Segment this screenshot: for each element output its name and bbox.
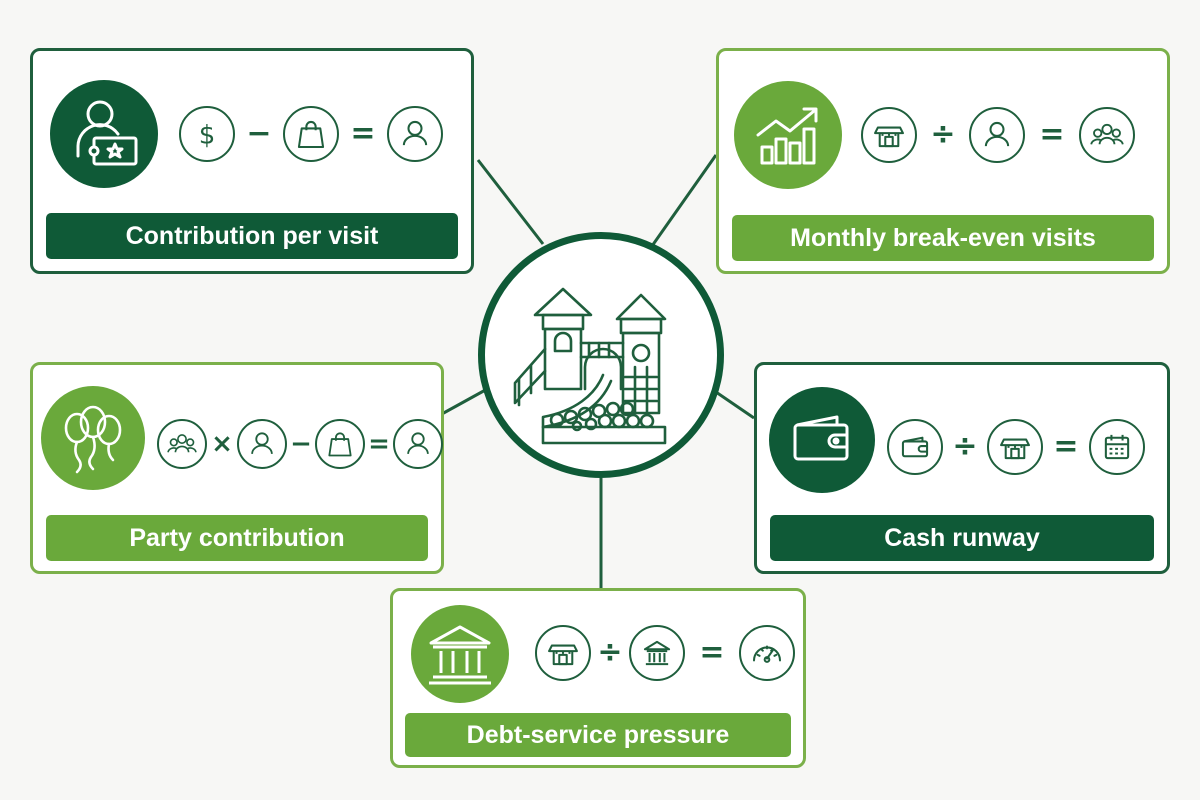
storefront-icon xyxy=(861,107,917,163)
growth-chart-icon xyxy=(734,81,842,189)
storefront-icon xyxy=(987,419,1043,475)
formula-debt-service-pressure: ÷ = xyxy=(535,625,795,681)
shopping-bag-icon xyxy=(315,419,365,469)
label-cash-runway: Cash runway xyxy=(770,515,1154,561)
bank-icon xyxy=(411,605,509,703)
label-party-contribution: Party contribution xyxy=(46,515,428,561)
formula-monthly-break-even-visits: ÷ = xyxy=(861,107,1135,163)
wallet-icon xyxy=(887,419,943,475)
card-party-contribution: × − = Party contribution xyxy=(30,362,444,574)
storefront-icon xyxy=(535,625,591,681)
indoor-playground-icon xyxy=(513,287,667,445)
card-debt-service-pressure: ÷ = Debt-service pressure xyxy=(390,588,806,768)
gauge-icon xyxy=(739,625,795,681)
minus-operator: − xyxy=(290,429,312,459)
dollar-icon: $ xyxy=(179,106,235,162)
divide-operator: ÷ xyxy=(597,635,623,670)
label-monthly-break-even-visits: Monthly break-even visits xyxy=(732,215,1154,261)
visitor-ticket-icon xyxy=(50,80,158,188)
equals-operator: = xyxy=(368,429,390,459)
shopping-bag-icon xyxy=(283,106,339,162)
balloons-icon xyxy=(41,386,145,490)
group-icon xyxy=(1079,107,1135,163)
person-icon xyxy=(237,419,287,469)
label-contribution-per-visit: Contribution per visit xyxy=(46,213,458,259)
card-contribution-per-visit: $ − = Contribution per visit xyxy=(30,48,474,274)
label-debt-service-pressure: Debt-service pressure xyxy=(405,713,791,757)
person-icon xyxy=(393,419,443,469)
card-cash-runway: ÷ = Cash runway xyxy=(754,362,1170,574)
divide-operator: ÷ xyxy=(952,429,978,464)
formula-cash-runway: ÷ = xyxy=(887,419,1145,475)
center-hub xyxy=(478,232,724,478)
person-icon xyxy=(969,107,1025,163)
calendar-icon xyxy=(1089,419,1145,475)
minus-operator: − xyxy=(246,116,272,151)
group-icon xyxy=(157,419,207,469)
multiply-operator: × xyxy=(211,429,233,459)
svg-text:$: $ xyxy=(199,120,216,150)
equals-operator: = xyxy=(699,635,725,670)
equals-operator: = xyxy=(1053,429,1079,464)
formula-contribution-per-visit: $ − = xyxy=(179,106,443,162)
formula-party-contribution: × − = xyxy=(157,419,443,469)
person-icon xyxy=(387,106,443,162)
equals-operator: = xyxy=(1039,117,1065,152)
divide-operator: ÷ xyxy=(930,117,956,152)
bank-icon xyxy=(629,625,685,681)
card-monthly-break-even-visits: ÷ = Monthly break-even visits xyxy=(716,48,1170,274)
wallet-icon xyxy=(769,387,875,493)
equals-operator: = xyxy=(350,116,376,151)
